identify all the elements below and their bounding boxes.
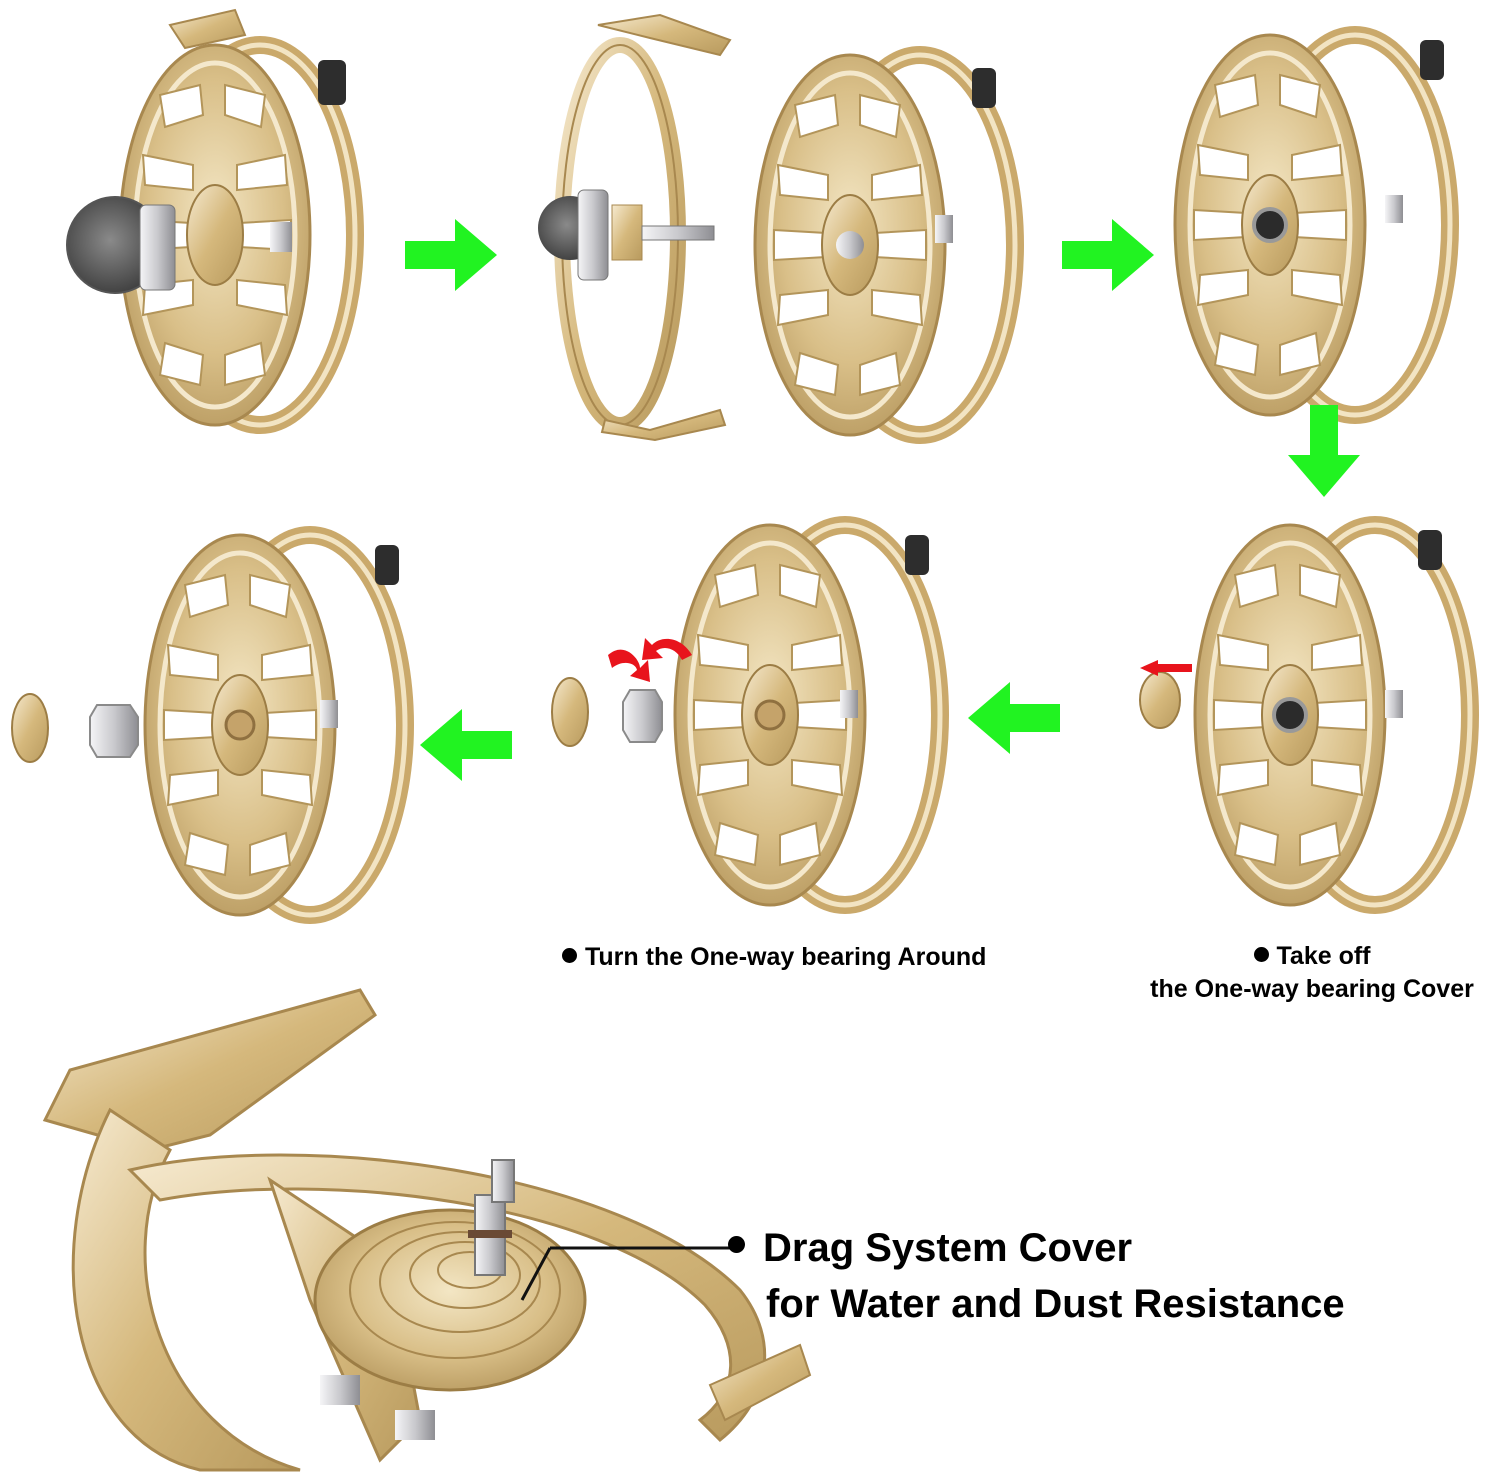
reel-spool-bearing [1175, 35, 1450, 415]
bullet-dot-icon [728, 1235, 745, 1253]
caption-line: the One-way bearing Cover [1150, 975, 1474, 1003]
caption-line: Drag System Cover [763, 1226, 1133, 1270]
callout-line [520, 1247, 552, 1301]
green-arrow-icon [405, 219, 497, 291]
green-arrow-icon [968, 682, 1060, 754]
red-rotate-arrow-icon [608, 638, 692, 682]
caption-line: Take off [1276, 942, 1371, 970]
caption-turn-bearing: Turn the One-way bearing Around [562, 941, 986, 974]
bullet-dot-icon [562, 947, 577, 963]
reel-frame-with-knob [538, 13, 732, 442]
caption-drag-system: Drag System Cover for Water and Dust Res… [728, 1220, 1345, 1332]
reel-take-off-cover [1139, 525, 1470, 905]
drag-system-closeup [42, 988, 812, 1472]
red-arrow-icon [1140, 660, 1192, 676]
green-arrow-icon [420, 709, 512, 781]
bullet-dot-icon [1253, 946, 1269, 962]
caption-take-off-cover: Take off the One-way bearing Cover [1128, 940, 1496, 1006]
reel-assembled [66, 8, 355, 425]
reel-exploded-parts [11, 535, 405, 915]
green-arrow-icon [1062, 219, 1154, 291]
reel-spool [755, 55, 1015, 435]
caption-line: for Water and Dust Resistance [766, 1282, 1345, 1326]
reel-turn-bearing [551, 525, 940, 905]
